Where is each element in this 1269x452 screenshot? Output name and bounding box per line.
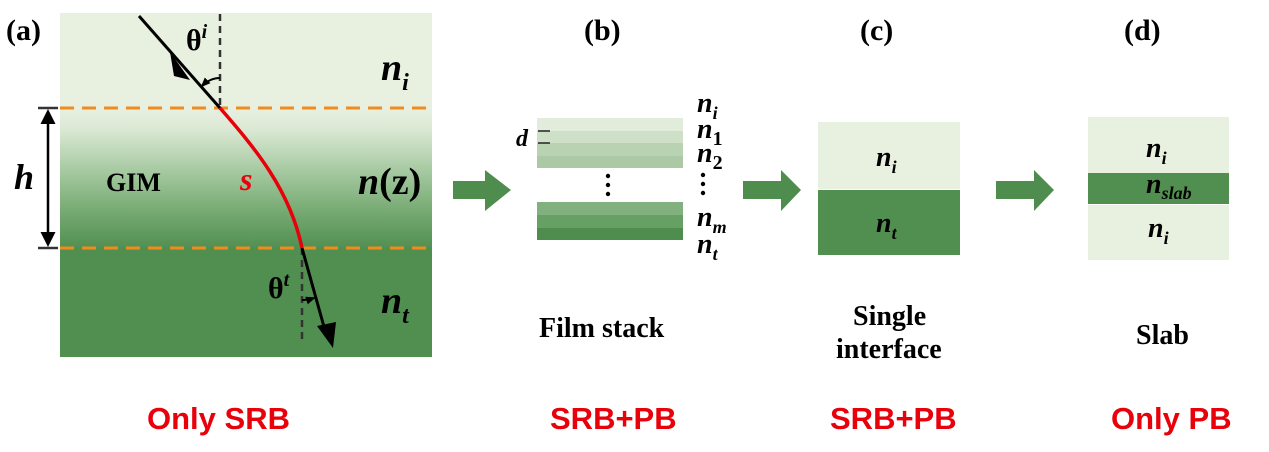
panel-c: (c) ni nt Single interface SRB+PB xyxy=(818,14,960,436)
label-ellipsis-dot xyxy=(700,172,706,178)
incident-direction-arrow-icon xyxy=(170,52,190,80)
layer-label-ni: ni xyxy=(697,88,718,123)
panel-c-caption-line2: interface xyxy=(836,334,942,365)
film-layer-top-2 xyxy=(537,131,683,143)
incident-medium-region xyxy=(60,13,432,108)
transmitted-ray xyxy=(300,247,328,335)
transmitted-angle-arc xyxy=(301,296,316,305)
panel-b: (b) d ni n1 n2 nm xyxy=(516,14,727,436)
slab-core-layer xyxy=(1088,173,1229,204)
panel-d-label: (d) xyxy=(1124,14,1161,47)
ellipsis-dot xyxy=(605,173,611,179)
film-layer-bottom-2 xyxy=(537,215,683,228)
panel-d: (d) ni nslab ni Slab Only PB xyxy=(1088,14,1232,436)
arrow-c-to-d-right-arrow-icon xyxy=(996,170,1054,211)
gim-region xyxy=(60,108,432,248)
transmission-index-label: nt xyxy=(381,280,410,329)
path-label: s xyxy=(239,161,252,197)
interface-incident-layer xyxy=(818,122,960,189)
film-layer-top-4 xyxy=(537,156,683,168)
slab-label-nslab: nslab xyxy=(1146,169,1192,203)
arrow-b-to-c-right-arrow-icon xyxy=(743,170,801,211)
transmission-medium-region xyxy=(60,248,432,357)
panel-b-regime-label: SRB+PB xyxy=(550,401,677,436)
film-layer-bottom-1 xyxy=(537,202,683,215)
film-layer-bottom-3 xyxy=(537,228,683,240)
panel-c-caption-line1: Single xyxy=(853,301,926,332)
ellipsis-dot xyxy=(605,191,611,197)
panel-c-label: (c) xyxy=(860,14,893,47)
panel-c-regime-label: SRB+PB xyxy=(830,401,957,436)
interface-transmission-layer xyxy=(818,190,960,255)
label-ellipsis-dot xyxy=(700,190,706,196)
incident-angle-arc xyxy=(200,77,221,88)
panel-a-label: (a) xyxy=(6,14,41,47)
ray-path-s xyxy=(218,106,304,249)
gim-label: GIM xyxy=(106,168,161,197)
incident-angle-label: θi xyxy=(186,21,208,57)
interface-label-ni: ni xyxy=(876,142,897,177)
height-label: h xyxy=(14,157,34,197)
label-ellipsis-dot xyxy=(700,181,706,187)
slab-label-ni-bottom: ni xyxy=(1148,213,1169,248)
interface-label-nt: nt xyxy=(876,208,898,243)
layer-label-n1: n1 xyxy=(697,114,723,150)
layer-label-nm: nm xyxy=(697,202,727,237)
film-layer-top-3 xyxy=(537,143,683,156)
transmitted-direction-arrow-icon xyxy=(317,322,336,348)
panel-a: (a) h θi s θt xyxy=(6,13,434,436)
incident-index-label: ni xyxy=(381,47,409,96)
panel-b-label: (b) xyxy=(584,14,621,47)
slab-bottom-cladding xyxy=(1088,205,1229,260)
panel-b-caption: Film stack xyxy=(539,313,665,344)
panel-d-caption: Slab xyxy=(1136,320,1189,351)
thickness-label: d xyxy=(516,126,529,152)
incident-ray xyxy=(137,15,222,109)
arrow-a-to-b-right-arrow-icon xyxy=(453,170,511,211)
gradient-index-label: n(z) xyxy=(358,161,421,203)
film-layer-top-1 xyxy=(537,118,683,131)
slab-top-cladding xyxy=(1088,117,1229,173)
layer-label-n2: n2 xyxy=(697,138,723,174)
panel-d-regime-label: Only PB xyxy=(1111,401,1232,436)
slab-label-ni-top: ni xyxy=(1146,133,1167,168)
ellipsis-dot xyxy=(605,182,611,188)
transmitted-angle-label: θt xyxy=(268,269,291,305)
layer-label-nt: nt xyxy=(697,229,719,264)
panel-a-regime-label: Only SRB xyxy=(147,401,290,436)
